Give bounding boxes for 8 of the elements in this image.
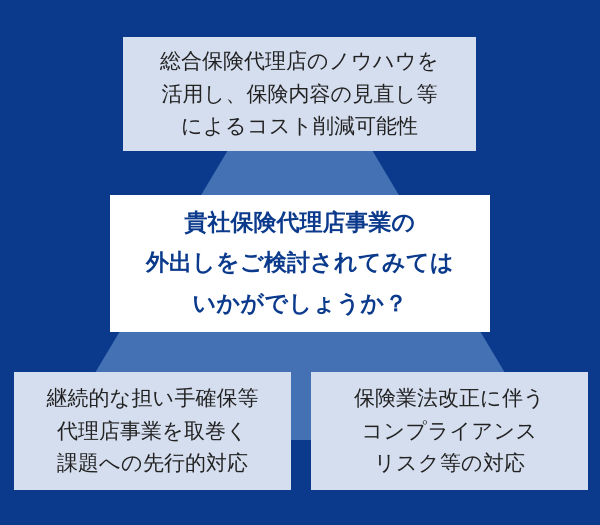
benefit-box <box>14 372 291 490</box>
box-text: 継続的な担い手確保等代理店事業を取巻く課題への先行的対応 <box>46 385 258 478</box>
box-text: 貴社保険代理店事業の外出しをご検討されてみてはいかがでしょうか？ <box>146 209 454 319</box>
question-box <box>110 195 490 332</box>
box-text: 保険業法改正に伴うコンプライアンスリスク等の対応 <box>354 385 545 478</box>
box-text: 総合保険代理店のノウハウを活用し、保険内容の見直し等によるコスト削減可能性 <box>160 48 439 140</box>
benefit-box <box>123 37 476 151</box>
benefit-box <box>311 372 588 490</box>
